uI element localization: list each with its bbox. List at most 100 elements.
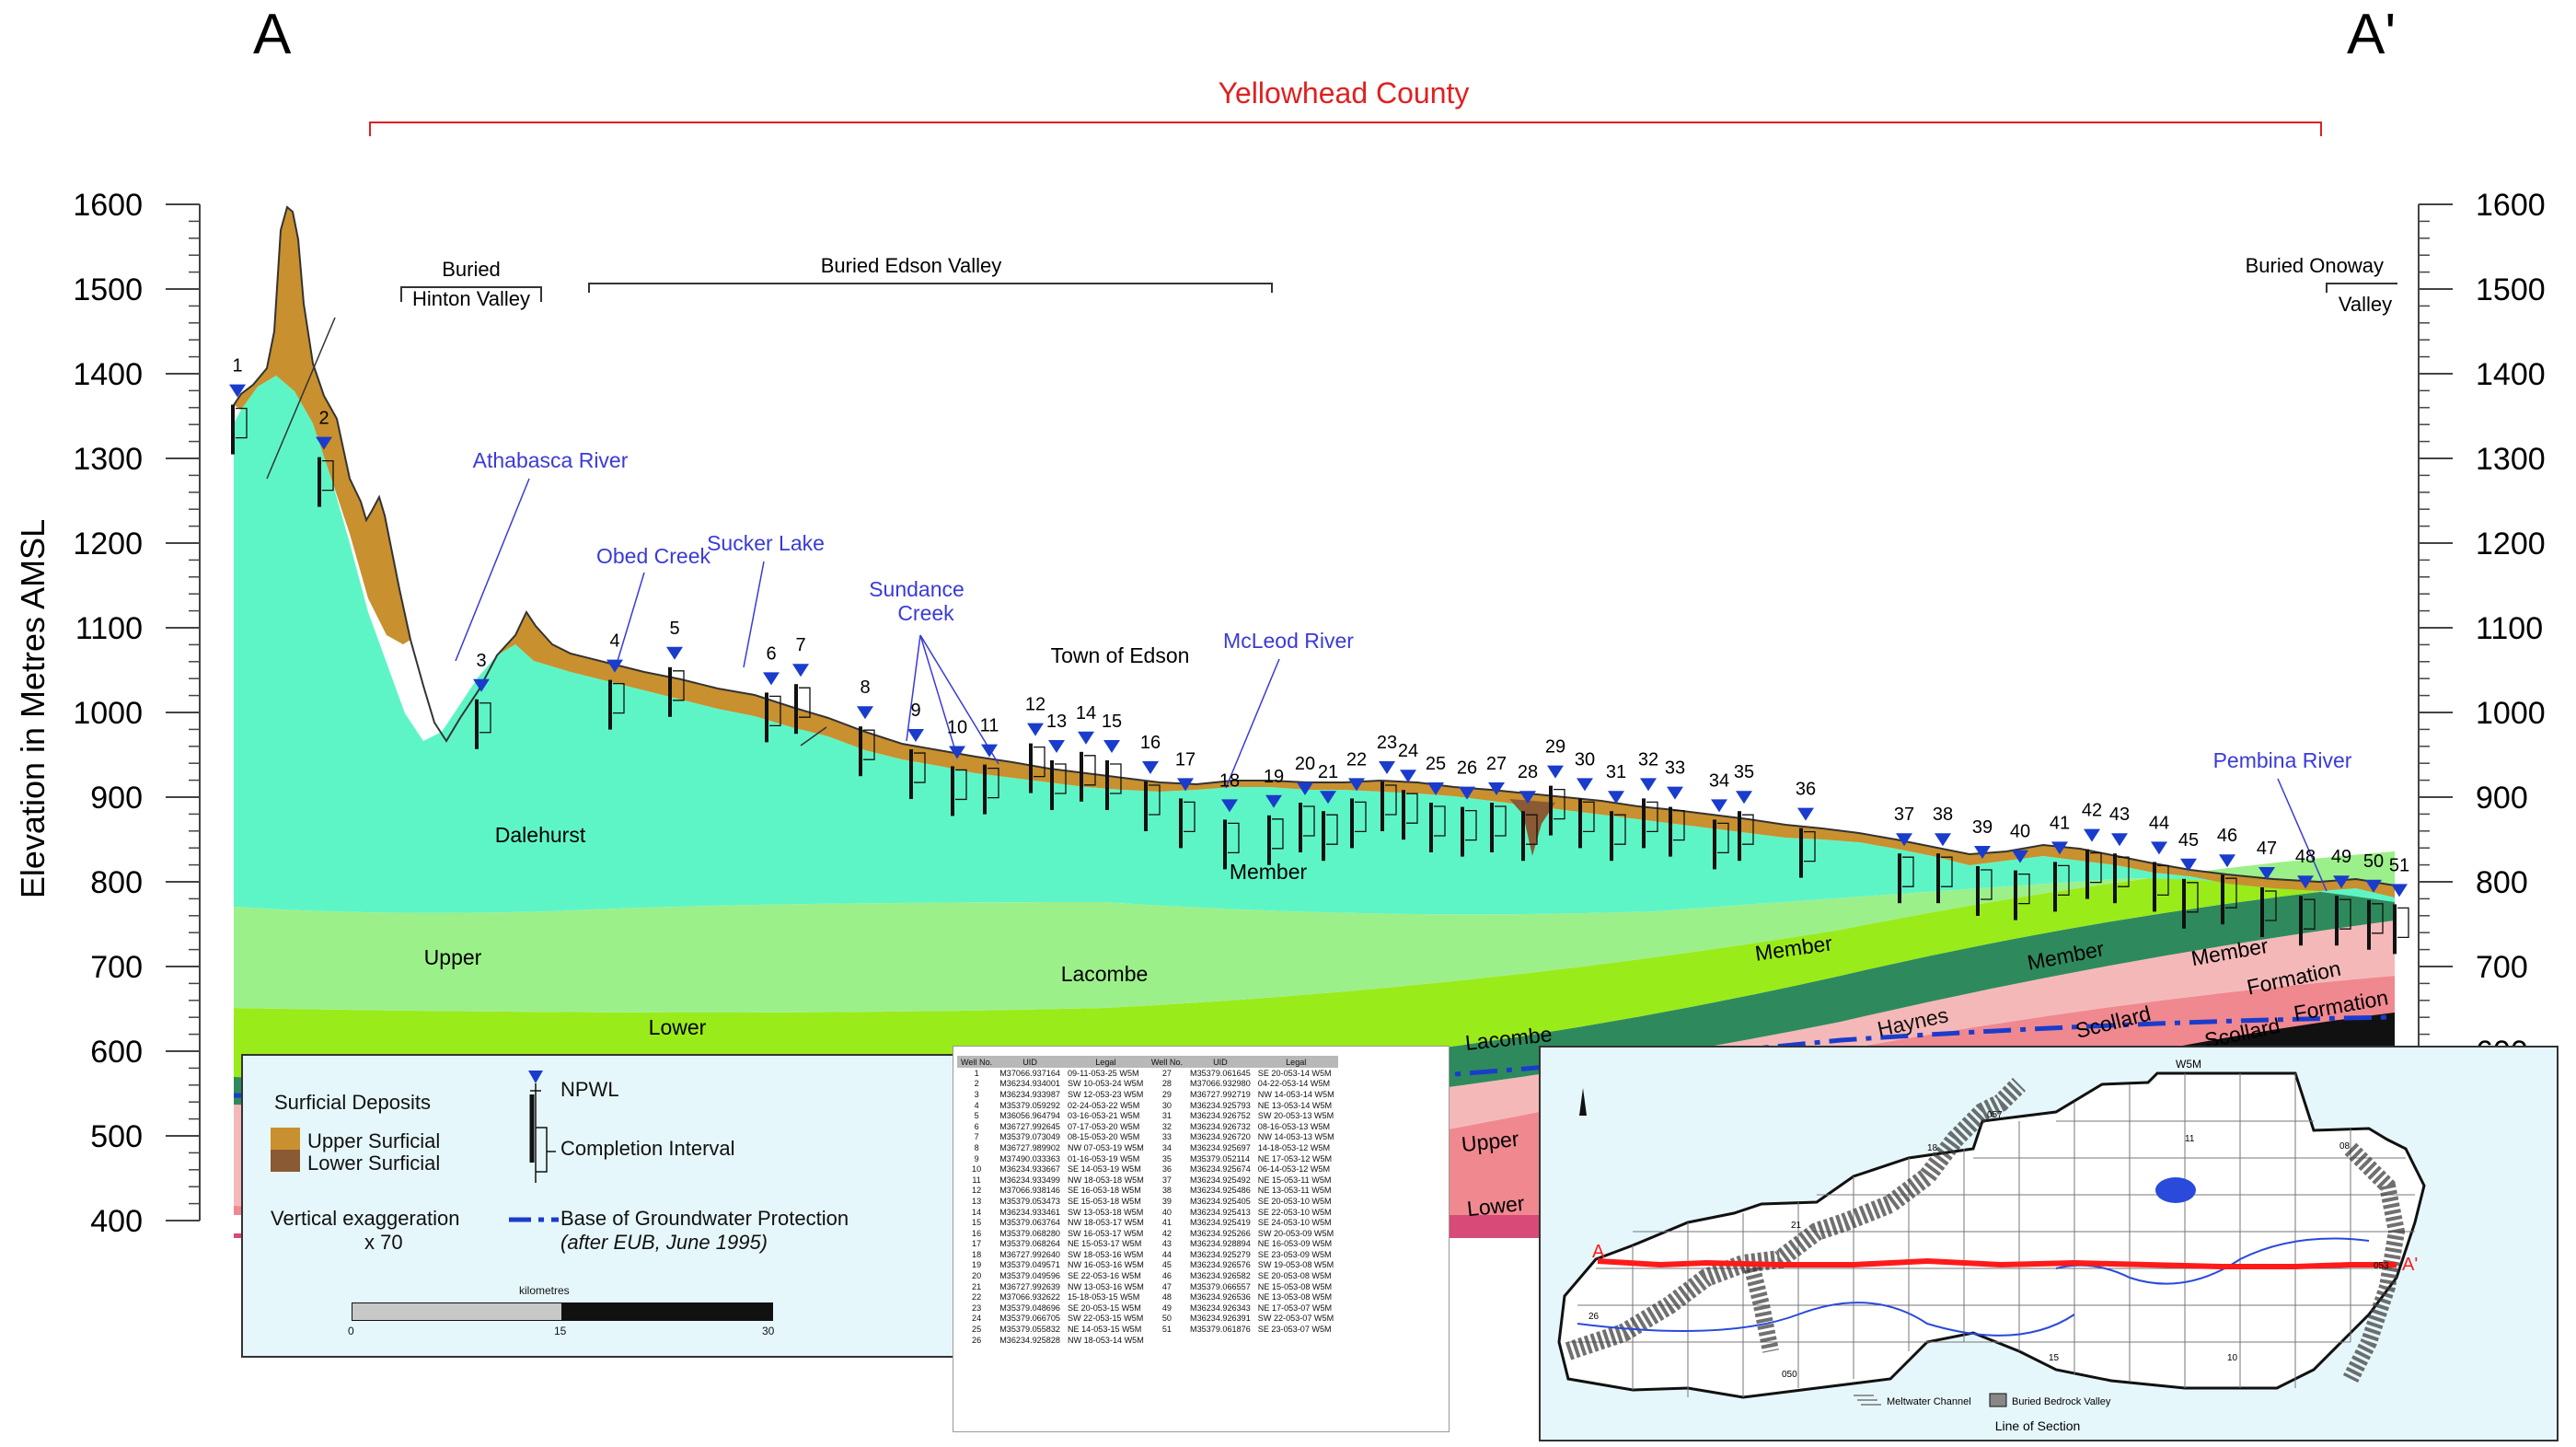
table-cell: 25 <box>972 1325 982 1335</box>
tick-label: 1200 <box>73 527 143 561</box>
tick-label: 1300 <box>2476 442 2546 477</box>
table-cell: SE 23-053-09 W5M <box>1257 1249 1332 1259</box>
tick-label: 1600 <box>73 188 143 223</box>
table-cell: NW 18-053-14 W5M <box>1067 1335 1144 1345</box>
completion-interval <box>1902 856 1914 887</box>
river-network <box>2055 1237 2370 1285</box>
dalehurst-label: Dalehurst <box>495 823 586 847</box>
well: 13 <box>1046 712 1067 810</box>
water-level-marker <box>1027 723 1044 736</box>
well-number: 8 <box>860 677 870 698</box>
completion-interval <box>1981 869 1993 900</box>
water-level-marker <box>2151 841 2167 855</box>
table-cell: M36234.925419 <box>1190 1218 1251 1228</box>
range-label-26: 26 <box>1588 1312 1600 1322</box>
table-cell: NE 16-053-09 W5M <box>1257 1239 1333 1249</box>
tick-label: 1000 <box>2476 696 2546 731</box>
well: 24 <box>1398 741 1418 840</box>
water-level-marker <box>2111 833 2128 847</box>
table-cell: 04-22-053-14 W5M <box>1257 1079 1331 1089</box>
table-cell: M35379.061876 <box>1190 1325 1251 1335</box>
well: 21 <box>1318 762 1338 862</box>
lower-surficial-label: Lower Surficial <box>307 1152 441 1175</box>
completion-interval <box>2265 890 2277 921</box>
tick-label: 1500 <box>2476 272 2546 307</box>
water-level-marker <box>1103 740 1120 753</box>
well: 34 <box>1709 770 1729 870</box>
table-cell: 31 <box>1161 1111 1172 1121</box>
well-number: 10 <box>947 717 967 737</box>
completion-interval <box>1742 814 1754 845</box>
table-cell: M36234.926343 <box>1190 1302 1251 1313</box>
well-table-column-header: Well No. <box>957 1056 997 1068</box>
completion-interval <box>1084 755 1096 786</box>
table-cell: 37 <box>1161 1175 1172 1185</box>
table-cell: 06-14-053-12 W5M <box>1257 1164 1331 1175</box>
water-level-marker <box>1896 833 1912 847</box>
location-map: A A' W5M 26 21 18 15 11 10 08 057 053 05… <box>1541 1048 2557 1440</box>
vertical-exaggeration-value: x 70 <box>364 1231 403 1254</box>
well: 49 <box>2331 847 2351 946</box>
tick-label: 1300 <box>73 442 143 477</box>
table-cell: 03-16-053-21 W5M <box>1067 1111 1140 1121</box>
tick-label: 800 <box>90 865 143 900</box>
table-cell: M36234.934001 <box>999 1079 1060 1089</box>
well-number: 6 <box>766 643 776 664</box>
table-cell: M36727.989902 <box>999 1142 1060 1152</box>
buried-bedrock-valley-main <box>1565 1077 2027 1360</box>
upper-surficial-swatch <box>271 1128 300 1150</box>
water-level-marker <box>1221 799 1238 813</box>
tick-label: 1100 <box>75 611 143 646</box>
table-cell: 19 <box>972 1260 982 1270</box>
table-cell: SE 24-053-10 W5M <box>1257 1218 1332 1228</box>
tick-label: 700 <box>2476 950 2528 985</box>
left-axis-ticks: 1600150014001300120011001000900800700600… <box>73 188 200 1239</box>
county-label: Yellowhead County <box>1219 76 1470 110</box>
completion-interval <box>1303 805 1315 837</box>
table-cell <box>1186 1335 1254 1346</box>
tick-label: 1000 <box>73 696 143 731</box>
table-cell: M36727.992719 <box>1190 1089 1251 1099</box>
lake <box>2155 1177 2196 1203</box>
well: 26 <box>1457 758 1477 857</box>
completion-interval <box>1646 801 1658 833</box>
unit-lower-lacombe <box>234 851 2395 1083</box>
table-cell: 41 <box>1161 1218 1172 1228</box>
scale-bar-dark <box>561 1302 773 1321</box>
well: 47 <box>2257 839 2277 937</box>
well-number: 13 <box>1046 712 1067 732</box>
table-cell: 43 <box>1161 1239 1172 1249</box>
table-cell: M36234.925405 <box>1190 1196 1251 1206</box>
table-cell: NE 15-053-17 W5M <box>1067 1239 1142 1249</box>
well-number: 38 <box>1933 805 1953 825</box>
table-cell: 16 <box>972 1228 982 1238</box>
water-level-marker <box>1488 782 1505 795</box>
tick-label: 900 <box>2476 781 2528 816</box>
table-cell: SE 20-053-15 W5M <box>1067 1302 1141 1313</box>
water-level-marker <box>981 744 998 758</box>
y-axis-title: Elevation in Metres AMSL <box>14 519 52 898</box>
well-number: 7 <box>795 635 805 655</box>
water-level-marker <box>229 384 246 398</box>
table-cell: SW 22-053-07 W5M <box>1257 1314 1334 1324</box>
well: 41 <box>2050 813 2070 912</box>
completion-interval <box>1149 784 1161 816</box>
completion-interval <box>2304 898 2316 930</box>
table-cell: 42 <box>1161 1228 1172 1238</box>
well-number: 22 <box>1346 749 1367 770</box>
completion-interval <box>2157 864 2169 897</box>
table-cell: 26 <box>972 1335 982 1345</box>
well-number: 48 <box>2295 847 2316 867</box>
well-table-column-header: UID <box>996 1056 1064 1068</box>
table-cell: 07-17-053-20 W5M <box>1067 1121 1140 1131</box>
well-number: 50 <box>2363 851 2384 872</box>
well: 3 <box>473 651 491 749</box>
table-cell: 2 <box>974 1079 979 1089</box>
